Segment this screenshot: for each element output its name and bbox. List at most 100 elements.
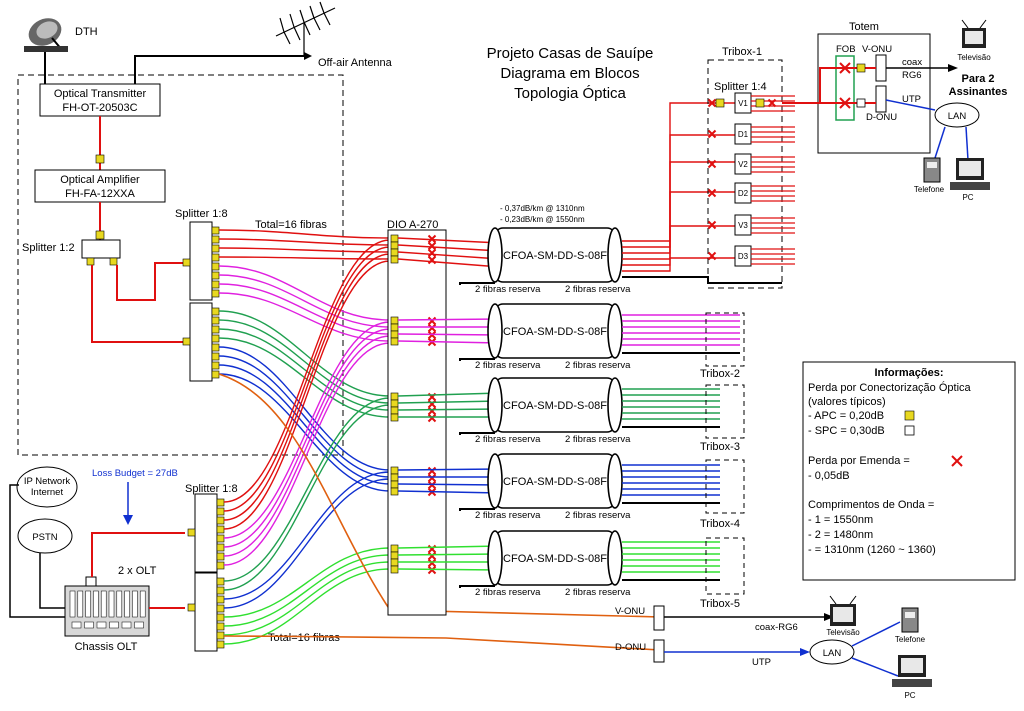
cable-fiber: [397, 408, 501, 411]
totem-telephone-icon: [923, 157, 941, 183]
loss-budget-label: Loss Budget = 27dB: [92, 468, 178, 479]
info-wl3: - = 1310nm (1260 ~ 1360): [808, 544, 936, 556]
transmitter-label: Optical Transmitter: [54, 88, 147, 100]
cable-reserve-right: 2 fibras reserva: [565, 360, 631, 371]
splice-mark: [707, 98, 717, 108]
tribox-splitter-d3: [734, 245, 752, 267]
splitter-port: [211, 361, 220, 370]
splitter-port: [216, 595, 225, 604]
tribox-1-label: Tribox-1: [722, 46, 762, 58]
tribox-splitter-v3: [734, 214, 752, 236]
olt-slot: [100, 590, 107, 618]
ip-network-label: IP Network: [24, 476, 71, 487]
totem-donu-label: D-ONU: [866, 112, 897, 123]
dio-port: [390, 337, 399, 346]
totem-splice-1: [839, 62, 851, 74]
splice-mark: [427, 558, 437, 568]
tribox-4-box: [705, 459, 745, 514]
fiber-green: [223, 404, 391, 591]
cable-reserve-left: 2 fibras reserva: [475, 360, 541, 371]
splitter-port: [211, 325, 220, 334]
olt-port: [96, 621, 107, 629]
splice-mark: [427, 473, 437, 483]
cable-fiber: [397, 333, 501, 336]
fiber-lightgreen: [223, 547, 391, 618]
amplifier-model: FH-FA-12XXA: [65, 188, 135, 200]
bottom-vonu-device: [653, 605, 665, 631]
info-conn-loss: Perda por Conectorização Óptica: [808, 381, 972, 394]
fiber-green: [218, 310, 391, 397]
splitter-18-bottom-label: Splitter 1:8: [185, 483, 238, 495]
splitter-port: [216, 577, 225, 586]
olt-chassis-label: Chassis OLT: [75, 641, 138, 653]
splice-mark: [427, 241, 437, 251]
splitter-port: [216, 543, 225, 552]
fiber-cable: CFOA-SM-DD-S-08F: [487, 303, 623, 359]
tribox-4-label: Tribox-4: [700, 518, 740, 530]
reserve-fiber: [622, 276, 782, 284]
transmitter-model: FH-OT-20503C: [62, 102, 137, 114]
splice-mark: [707, 251, 717, 261]
splitter-port: [211, 316, 220, 325]
tribox-port-label: V3: [738, 221, 748, 230]
optical-amplifier: [34, 169, 166, 203]
tribox-1-box: [707, 59, 783, 289]
ip-network-cloud-icon: [16, 466, 78, 508]
olt-slot: [132, 590, 138, 618]
tribox-2-label: Tribox-2: [700, 368, 740, 380]
cable-fiber: [397, 318, 501, 321]
olt-port: [121, 621, 132, 629]
tribox-splitter-label: Splitter 1:4: [714, 81, 767, 93]
totem-donu-device: [875, 85, 887, 113]
tribox-port-label: D2: [738, 189, 749, 198]
cable-fiber: [397, 545, 501, 549]
bottom-pc-icon: [892, 655, 932, 687]
dio-port: [390, 406, 399, 415]
dio-port: [390, 392, 399, 401]
totem-lan-cloud-icon: [934, 102, 980, 128]
splice-mark: [427, 323, 437, 333]
fiber-blue: [218, 355, 391, 478]
olt-slot: [77, 590, 84, 618]
cable-label: CFOA-SM-DD-S-08F: [503, 250, 607, 262]
info-wavelength-title: Comprimentos de Onda =: [808, 499, 934, 511]
splitter-port: [211, 289, 220, 298]
totem-pc-icon: [950, 158, 990, 190]
splitter-port: [216, 604, 225, 613]
olt-port: [71, 621, 82, 629]
dio-port: [390, 234, 399, 243]
fiber-magenta: [223, 321, 391, 539]
totem-vonu-device: [875, 54, 887, 82]
splitter-port: [211, 244, 220, 253]
cable-fiber: [397, 483, 501, 486]
tribox-3-label: Tribox-3: [700, 441, 740, 453]
olt-slot: [116, 590, 123, 618]
dio-port: [390, 558, 399, 567]
amplifier-label: Optical Amplifier: [60, 174, 140, 186]
fiber-magenta: [223, 335, 391, 557]
totem-coax-label: coax: [902, 57, 922, 68]
splitter-1-8-top-b: [189, 302, 213, 382]
splice-mark: [427, 316, 437, 326]
totem-phone-label: Telefone: [914, 185, 945, 194]
splitter-port: [216, 622, 225, 631]
bottom-donu-label: D-ONU: [615, 642, 646, 653]
olt-slot: [139, 590, 146, 618]
cable-label: CFOA-SM-DD-S-08F: [503, 476, 607, 488]
cable-reserve-right: 2 fibras reserva: [565, 510, 631, 521]
cable-reserve-left: 2 fibras reserva: [475, 434, 541, 445]
splitter-port: [211, 280, 220, 289]
splitter-port: [216, 586, 225, 595]
antenna-label: Off-air Antenna: [318, 57, 393, 69]
tribox-3-box: [705, 384, 745, 439]
fiber-orange-vonu: [218, 373, 661, 618]
dio-port: [390, 473, 399, 482]
cable-fiber: [397, 244, 501, 252]
splitter-1-2: [81, 239, 121, 259]
fiber-red: [223, 246, 391, 512]
olt-count-label: 2 x OLT: [118, 565, 157, 577]
info-spc: - SPC = 0,30dB: [808, 425, 885, 437]
satellite-dish-icon: [24, 18, 68, 52]
cable-fiber: [397, 568, 501, 571]
fiber-blue: [218, 364, 391, 485]
